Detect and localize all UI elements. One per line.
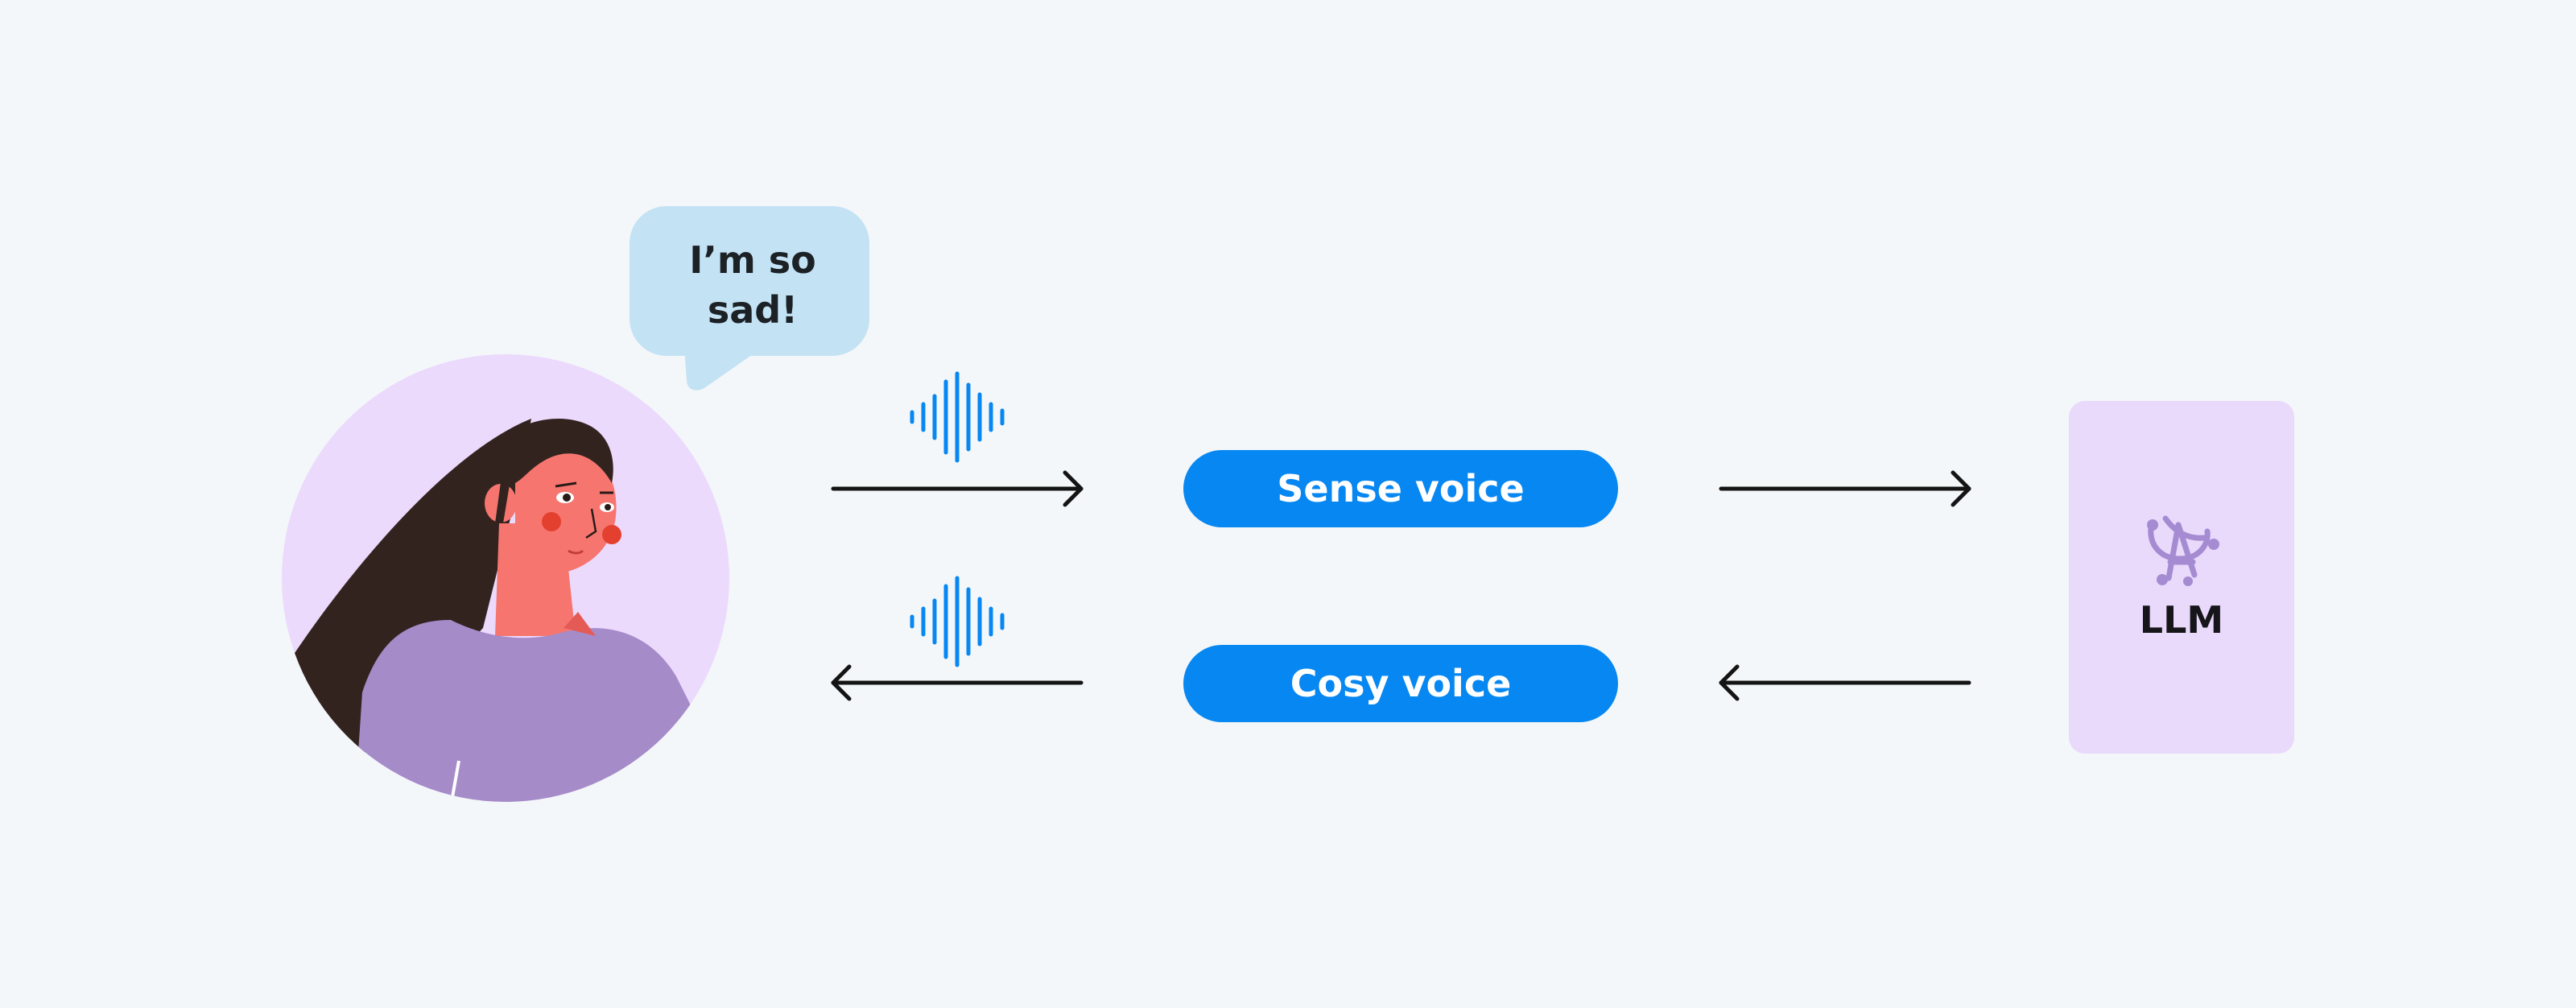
sense-voice-pill: Sense voice [1183, 450, 1618, 527]
arrow-right-icon [831, 470, 1084, 507]
llm-logo-icon [2147, 515, 2219, 586]
cosy-voice-pill: Cosy voice [1183, 645, 1618, 722]
speech-bubble-text: I’m so sad! [689, 238, 816, 332]
llm-label: LLM [2139, 598, 2224, 642]
arrow-right-icon [1719, 470, 1971, 507]
speech-bubble [630, 206, 869, 390]
woman-avatar [282, 354, 729, 802]
arrow-left-icon [1719, 664, 1971, 701]
soundwave-icon [910, 371, 1005, 463]
arrow-left-icon [831, 664, 1084, 701]
llm-card: LLM [2069, 401, 2294, 754]
soundwave-icon [910, 576, 1005, 667]
